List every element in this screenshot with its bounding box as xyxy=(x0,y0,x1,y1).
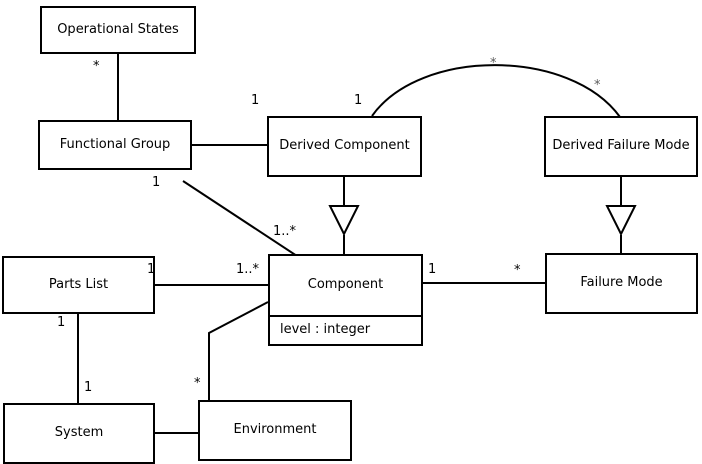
mult-environment-top: * xyxy=(194,376,201,391)
uml-class-derived-failure-mode[interactable]: Derived Failure Mode xyxy=(544,116,698,177)
edge-functional-group-component xyxy=(182,180,298,257)
generalization-arrowhead-derived-failure-mode-failure-mode xyxy=(605,205,637,237)
mult-arc-source: 1 xyxy=(354,93,363,108)
uml-class-operational-states[interactable]: Operational States xyxy=(40,6,196,54)
mult-arc-apex: * xyxy=(490,56,497,71)
mult-component-upper-left: 1..* xyxy=(273,224,297,239)
class-name-functional-group: Functional Group xyxy=(59,136,171,152)
mult-functional-group-bottom: 1 xyxy=(152,175,161,190)
uml-class-environment[interactable]: Environment xyxy=(198,400,352,461)
edges-group xyxy=(77,54,637,434)
mult-operational-states: * xyxy=(93,59,100,74)
uml-class-functional-group[interactable]: Functional Group xyxy=(38,120,192,170)
mult-component-left: 1..* xyxy=(236,262,260,277)
mult-derived-component-left: 1 xyxy=(251,93,260,108)
class-name-derived-component: Derived Component xyxy=(279,138,410,154)
uml-class-component[interactable]: Component level : integer xyxy=(268,254,423,346)
class-attribute-component-0: level : integer xyxy=(270,315,421,344)
uml-class-parts-list[interactable]: Parts List xyxy=(2,256,155,314)
mult-arc-target: * xyxy=(594,78,601,93)
class-name-environment: Environment xyxy=(233,422,317,438)
class-name-failure-mode: Failure Mode xyxy=(580,275,663,291)
mult-system-top: 1 xyxy=(84,380,93,395)
mult-parts-list-bottom: 1 xyxy=(57,315,66,330)
edge-derived-component-derived-failure-mode xyxy=(371,64,621,118)
uml-class-failure-mode[interactable]: Failure Mode xyxy=(545,253,698,314)
mult-parts-list-right: 1 xyxy=(147,262,156,277)
uml-class-derived-component[interactable]: Derived Component xyxy=(267,116,422,177)
generalization-arrowhead-derived-component-component xyxy=(328,205,360,237)
class-name-component: Component xyxy=(307,277,384,293)
class-name-derived-failure-mode: Derived Failure Mode xyxy=(552,138,690,154)
uml-class-system[interactable]: System xyxy=(3,403,155,464)
class-name-system: System xyxy=(54,425,104,441)
edge-component-environment xyxy=(208,301,269,400)
mult-failure-mode-left: * xyxy=(514,263,521,278)
class-name-operational-states: Operational States xyxy=(57,21,179,37)
class-name-parts-list: Parts List xyxy=(48,276,109,292)
mult-component-right: 1 xyxy=(428,262,437,277)
